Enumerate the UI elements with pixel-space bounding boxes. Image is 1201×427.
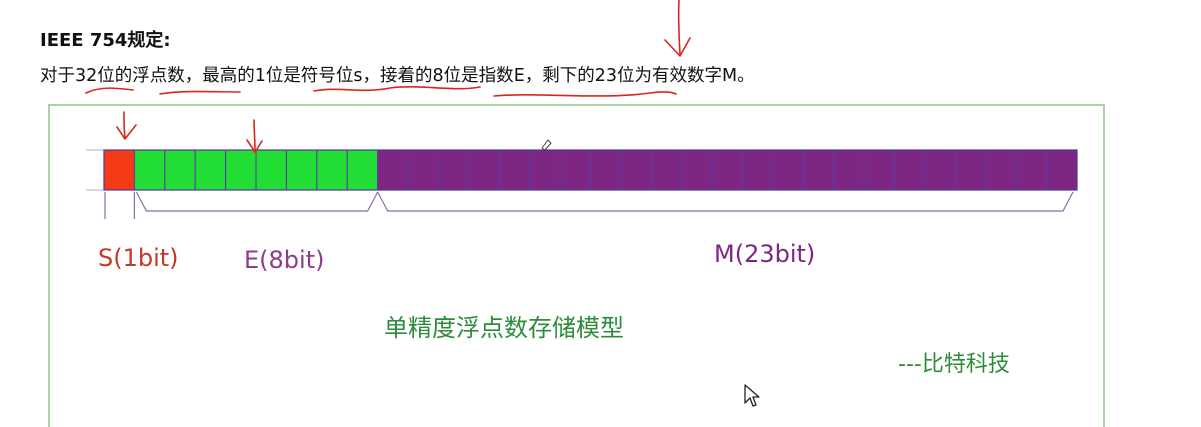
sign-bit-cell xyxy=(103,149,135,191)
rule-text-part: 对于 xyxy=(40,66,75,86)
mantissa-bit-cell xyxy=(924,149,956,191)
mantissa-bit-cell xyxy=(590,149,622,191)
mantissa-bit-cell xyxy=(650,149,683,191)
mantissa-bit-cell xyxy=(559,149,591,191)
annotation-arrow xyxy=(246,119,263,153)
mantissa-field-label: M(23bit) xyxy=(714,240,816,268)
mantissa-bit-cell xyxy=(620,149,652,191)
bit-bar-outline xyxy=(103,149,1078,191)
pencil-cursor-icon xyxy=(541,139,552,151)
annotation-arrow xyxy=(664,0,691,57)
diagram-caption: 单精度浮点数存储模型 xyxy=(384,314,624,342)
mantissa-bit-cell xyxy=(407,149,439,191)
mantissa-bit-cell xyxy=(681,149,713,191)
rule-text-part: 接着的8位是指数 xyxy=(380,66,514,86)
rule-text-part: 的 xyxy=(114,66,133,86)
exponent-bit-cell xyxy=(194,149,227,191)
rule-text-part: ，最高的 xyxy=(184,66,255,86)
mantissa-bit-cell xyxy=(894,149,926,191)
annotation-underline xyxy=(159,90,241,95)
annotation-arrow xyxy=(116,111,137,140)
mantissa-bit-cell xyxy=(954,149,987,191)
annotation-underline xyxy=(493,91,677,97)
rule-text-part: ， xyxy=(362,66,381,86)
mantissa-bit-cell xyxy=(1046,149,1078,191)
mantissa-bit-cell xyxy=(711,149,744,191)
rule-text-part: E，剩下的23位为有效数字M。 xyxy=(513,66,755,86)
mantissa-bit-cell xyxy=(1015,149,1048,191)
exponent-bit-cell xyxy=(164,149,196,191)
mouse-cursor-icon xyxy=(744,384,760,407)
exponent-bit-cell xyxy=(133,149,166,191)
page-title: IEEE 754规定: xyxy=(40,30,171,51)
mantissa-bit-cell xyxy=(802,149,835,191)
exponent-field-bracket xyxy=(135,191,379,212)
mantissa-bit-cell xyxy=(498,149,531,191)
mantissa-bit-cell xyxy=(529,149,561,191)
exponent-bit-cell xyxy=(285,149,318,191)
mantissa-bit-cell xyxy=(833,149,865,191)
ieee754-rule-text: 对于32位的浮点数，最高的1位是符号位s，接着的8位是指数E，剩下的23位为有效… xyxy=(40,62,755,87)
mantissa-bit-cell xyxy=(985,149,1017,191)
exponent-bit-cell xyxy=(225,149,257,191)
exponent-bit-cell xyxy=(346,149,379,191)
mantissa-bit-cell xyxy=(863,149,896,191)
mantissa-field-bracket xyxy=(377,191,1074,212)
sign-field-label: S(1bit) xyxy=(98,244,179,272)
rule-text-part: 浮点数 xyxy=(132,66,185,86)
credit-text: ---比特科技 xyxy=(898,352,1010,377)
mantissa-bit-cell xyxy=(742,149,774,191)
annotation-underline xyxy=(85,87,134,94)
exponent-field-label: E(8bit) xyxy=(244,246,325,274)
rule-text-part: 32位 xyxy=(75,66,115,86)
annotation-underline xyxy=(313,86,481,92)
mantissa-bit-cell xyxy=(437,149,470,191)
mantissa-bit-cell xyxy=(772,149,804,191)
mantissa-bit-cell xyxy=(377,149,409,191)
rule-text-part: 1位是符号位s xyxy=(254,66,363,86)
mantissa-bit-cell xyxy=(468,149,500,191)
exponent-bit-cell xyxy=(255,149,287,191)
exponent-bit-cell xyxy=(316,149,348,191)
